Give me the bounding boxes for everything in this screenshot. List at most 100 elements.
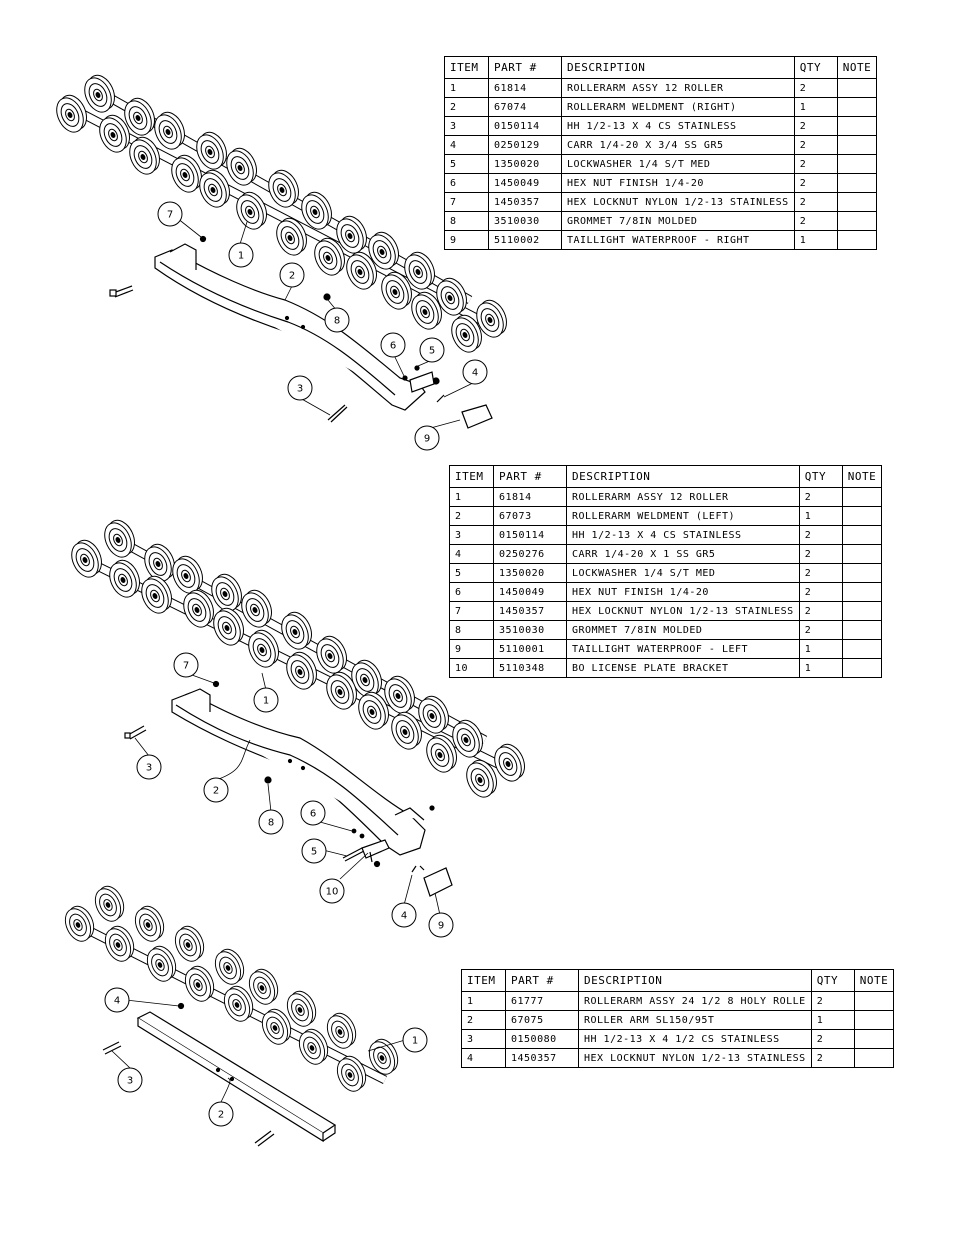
bom-cell: HEX LOCKNUT NYLON 1/2-13 STAINLESS xyxy=(578,1048,812,1068)
roller-wheel xyxy=(104,519,135,558)
callout-label: 7 xyxy=(167,210,173,221)
roller-wheel xyxy=(184,965,215,1002)
callout-d2-item-5: 5 xyxy=(301,838,327,864)
callout-label: 4 xyxy=(472,368,478,379)
roller-wheel xyxy=(183,589,214,628)
roller-wheel xyxy=(298,1028,329,1065)
callout-d1-item-5: 5 xyxy=(419,337,445,363)
roller-wheel xyxy=(211,573,242,612)
bom-cell xyxy=(836,230,878,250)
roller-wheel xyxy=(124,97,155,136)
callout-d2-item-1: 1 xyxy=(253,687,279,713)
callout-label: 7 xyxy=(183,661,189,672)
callout-label: 9 xyxy=(424,434,430,445)
roller-wheel xyxy=(129,136,160,175)
callout-label: 3 xyxy=(127,1076,133,1087)
rollerarm-weldment-right xyxy=(154,243,426,411)
rollerarm-weldment-left xyxy=(171,688,426,856)
roller-wheel xyxy=(56,94,87,133)
roller-wheel xyxy=(64,905,95,942)
bom-header-note: NOTE xyxy=(853,969,895,992)
bom-cell: 2 xyxy=(810,991,855,1011)
bom-cell: 5110002 xyxy=(488,230,562,250)
callout-label: 1 xyxy=(263,696,269,707)
roller-wheel xyxy=(261,1008,292,1045)
callout-label: 9 xyxy=(438,921,444,932)
callout-label: 5 xyxy=(311,847,317,858)
callout-d2-item-3: 3 xyxy=(136,754,162,780)
callout-d1-item-4: 4 xyxy=(462,359,488,385)
callout-label: 4 xyxy=(114,996,120,1007)
roller-wheel xyxy=(213,607,244,646)
roller-wheel xyxy=(301,191,332,230)
callout-label: 2 xyxy=(289,271,295,282)
roller-wheel xyxy=(316,635,347,674)
callout-d3-item-1: 1 xyxy=(402,1027,428,1053)
bom-cell: 1 xyxy=(793,230,838,250)
roller-wheel xyxy=(174,925,205,962)
callout-d2-item-7: 7 xyxy=(173,652,199,678)
roller-wheel xyxy=(109,559,140,598)
callout-label: 5 xyxy=(429,346,435,357)
callout-label: 8 xyxy=(334,316,340,327)
roller-wheel xyxy=(84,74,115,113)
roller-wheel xyxy=(358,691,389,730)
callout-d1-item-1: 1 xyxy=(228,242,254,268)
bom-header-note: NOTE xyxy=(836,56,878,79)
callout-label: 3 xyxy=(146,763,152,774)
roller-wheel xyxy=(99,114,130,153)
roller-wheel xyxy=(171,154,202,193)
roller-wheel xyxy=(326,671,357,710)
callout-label: 6 xyxy=(390,341,396,352)
roller-wheel xyxy=(286,651,317,690)
callout-label: 6 xyxy=(310,809,316,820)
roller-wheel xyxy=(94,885,125,922)
callout-d2-item-8: 8 xyxy=(258,809,284,835)
roller-wheel xyxy=(172,555,203,594)
roller-wheel xyxy=(418,695,449,734)
hardware-d1 xyxy=(109,235,493,429)
callout-d2-item-4: 4 xyxy=(391,902,417,928)
callout-label: 2 xyxy=(218,1110,224,1121)
roller-wheel xyxy=(411,291,442,330)
callout-label: 1 xyxy=(238,251,244,262)
roller-wheel xyxy=(368,231,399,270)
roller-wheel xyxy=(391,711,422,750)
callout-d3-item-3: 3 xyxy=(117,1067,143,1093)
callout-d1-item-3: 3 xyxy=(287,375,313,401)
bom-cell xyxy=(853,1048,895,1068)
roller-wheel xyxy=(476,299,507,338)
roller-wheel xyxy=(154,111,185,150)
callout-d3-item-2: 2 xyxy=(208,1101,234,1127)
roller-wheel xyxy=(451,314,482,353)
roller-wheel xyxy=(452,719,483,758)
callout-label: 3 xyxy=(297,384,303,395)
roller-wheel xyxy=(248,629,279,668)
callout-d1-item-9: 9 xyxy=(414,425,440,451)
roller-wheel xyxy=(436,277,467,316)
bom-cell: 2 xyxy=(810,1048,855,1068)
roller-wheel xyxy=(404,251,435,290)
bom-header-part: PART # xyxy=(493,465,567,488)
bom-cell: TAILLIGHT WATERPROOF - RIGHT xyxy=(561,230,795,250)
bom-cell: 5110348 xyxy=(493,658,567,678)
roller-wheel xyxy=(268,169,299,208)
roller-wheel xyxy=(236,191,267,230)
bom-cell: 1 xyxy=(798,658,843,678)
roller-wheel xyxy=(223,985,254,1022)
roller-wheel xyxy=(494,743,525,782)
bom-cell: 2 xyxy=(810,1029,855,1049)
roller-wheel xyxy=(196,131,227,170)
roller-wheel xyxy=(104,925,135,962)
bom-header-part: PART # xyxy=(505,969,579,992)
bom-cell: 10 xyxy=(449,658,494,678)
roller-wheel xyxy=(314,237,345,276)
